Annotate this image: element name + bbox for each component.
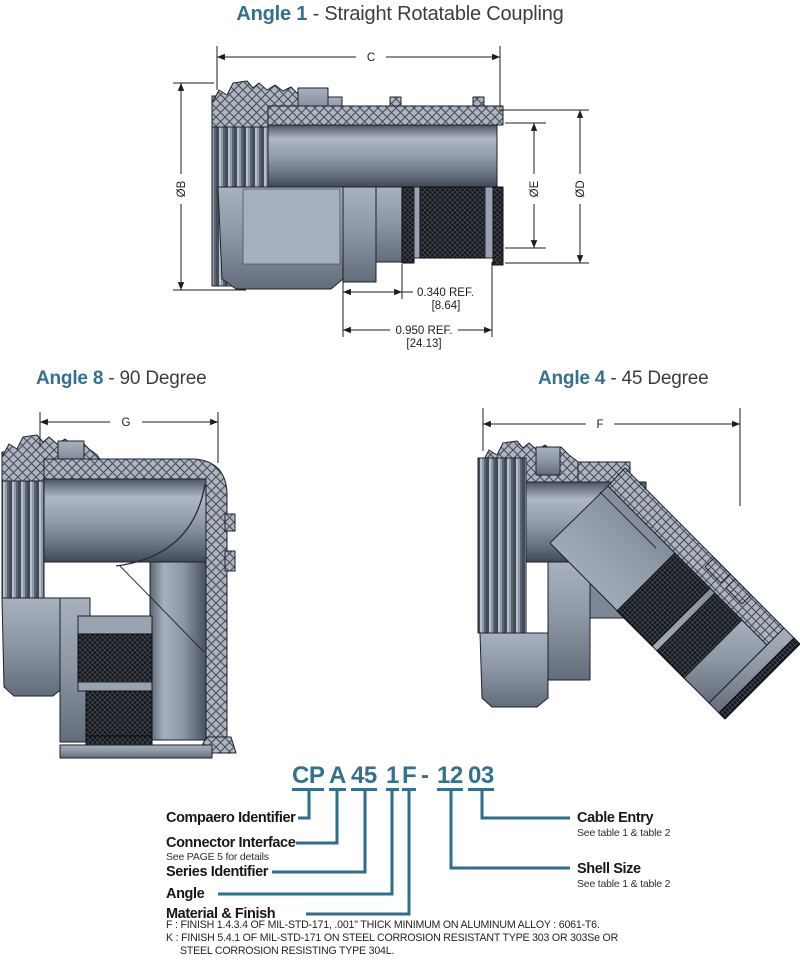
wall-notch-2 — [224, 550, 236, 572]
leader-cable-entry — [480, 791, 570, 820]
wall-notch-1 — [224, 513, 236, 532]
dim-f-label: F — [596, 419, 603, 431]
knurl-band-wide — [419, 186, 486, 259]
angle8-title-rest: - 90 Degree — [103, 368, 207, 389]
angle4-title-rest: - 45 Degree — [605, 368, 709, 389]
callout-connector-interface: Connector Interface — [166, 835, 296, 851]
nut-lower-body — [1, 597, 65, 697]
part-number-segment-cp: CP — [292, 763, 325, 792]
angle8-title: Angle 8 - 90 Degree — [36, 368, 207, 390]
leader-series — [272, 791, 367, 874]
dim-ref-small-label: 0.340 REF. — [417, 287, 474, 299]
coupling-nut-ribs — [477, 457, 527, 634]
angle4-title-strong: Angle 4 — [538, 368, 606, 389]
dim-d-label: ØD — [575, 180, 587, 197]
wall-notch-2 — [725, 578, 752, 605]
leader-material — [306, 791, 411, 916]
elbow-facet — [119, 565, 205, 653]
knurl-band-narrow — [401, 186, 415, 264]
part-number-segment-interface: A — [329, 763, 346, 792]
angle1-title-strong: Angle 1 — [236, 3, 308, 25]
elbow-curve — [115, 483, 206, 567]
angle8-dimensions — [39, 412, 219, 463]
ext-lines — [173, 46, 589, 337]
angle8-drawing: G — [1, 412, 237, 759]
dim-e-label: ØE — [529, 180, 541, 197]
dim-c-label: C — [367, 52, 375, 64]
angle4-title: Angle 4 - 45 Degree — [538, 368, 709, 390]
dim-b-label: ØB — [176, 180, 188, 197]
part-number-segment-cable-entry: 03 — [468, 763, 494, 792]
angle1-title-rest: - Straight Rotatable Coupling — [307, 3, 564, 25]
angle1-drawing: C ØB ØE ØD 0.340 REF. [8.64] 0.950 REF. … — [173, 46, 589, 350]
exit-lip-ring — [77, 615, 153, 635]
callout-compaero-identifier: Compaero Identifier — [166, 810, 296, 826]
leader-shell-size — [449, 791, 570, 870]
dim-ref-large-mm: [24.13] — [406, 338, 441, 350]
shell-tab-2 — [472, 96, 485, 107]
angle8-title-strong: Angle 8 — [36, 368, 104, 389]
finish-note-k: K : FINISH 5.4.1 OF MIL-STD-171 ON STEEL… — [166, 932, 619, 944]
finish-note-f: F : FINISH 1.4.3.4 OF MIL-STD-171, .001"… — [166, 919, 600, 931]
dim-g-label: G — [122, 417, 131, 429]
part-number-leader-lines — [218, 791, 570, 916]
angle1-body — [211, 80, 504, 290]
leader-compaero — [298, 791, 311, 820]
leader-angle — [218, 791, 394, 896]
callout-series-identifier: Series Identifier — [166, 864, 268, 880]
end-knurl-tip — [718, 637, 800, 720]
shell-tab-1 — [389, 96, 402, 107]
cap-tab — [535, 446, 561, 476]
knurl-band-2 — [85, 690, 153, 737]
step-block-1 — [342, 186, 377, 283]
finish-note-k-continued: STEEL CORROSION RESISTING TYPE 304L. — [180, 945, 395, 957]
callout-connector-interface-sub: See PAGE 5 for details — [166, 851, 269, 863]
elbow-facet — [599, 491, 657, 549]
band-spacer-1 — [413, 186, 421, 259]
angle4-dimensions — [482, 408, 741, 506]
wall-notch-1 — [704, 557, 731, 584]
callout-shell-size-sub: See table 1 & table 2 — [577, 878, 671, 890]
angle4-drawing: F — [477, 408, 800, 720]
part-number-segment-angle: 1 — [386, 763, 399, 792]
angle8-body — [1, 434, 237, 759]
callout-cable-entry-sub: See table 1 & table 2 — [577, 827, 671, 839]
nut-lower-body — [479, 632, 549, 708]
shell-hatch-strip — [267, 105, 504, 126]
dim-ref-small-mm: [8.64] — [432, 300, 461, 312]
callout-angle: Angle — [166, 886, 205, 902]
part-number-segment-series: 45 — [351, 763, 377, 792]
part-number-dash: - — [421, 762, 429, 789]
angle4-body — [477, 440, 800, 720]
end-knurl-ring — [492, 186, 504, 266]
knurl-band-3 — [85, 735, 153, 746]
band-spacer — [77, 681, 153, 692]
elbow-vertical-body — [149, 561, 207, 741]
angle1-dim-labels: C ØB ØE ØD 0.340 REF. [8.64] 0.950 REF. … — [176, 52, 587, 350]
step-block-2 — [375, 186, 403, 263]
band-spacer-2 — [484, 186, 494, 259]
part-number-segment-finish: F — [402, 763, 417, 792]
barrel — [267, 124, 498, 188]
elbow-horizontal-body — [43, 478, 207, 563]
angle1-dimensions — [173, 46, 589, 337]
knurl-band-1 — [77, 633, 153, 683]
callout-material-finish: Material & Finish — [166, 906, 276, 922]
bottom-flange — [59, 744, 213, 759]
nut-lower-panel — [242, 188, 341, 265]
leader-connector-interface — [296, 791, 339, 845]
part-number-segment-shell-size: 12 — [437, 763, 463, 792]
step-column — [547, 561, 591, 681]
callout-cable-entry: Cable Entry — [577, 810, 654, 826]
angle1-title: Angle 1 - Straight Rotatable Coupling — [0, 3, 800, 26]
callout-shell-size: Shell Size — [577, 861, 641, 877]
dim-ref-large-label: 0.950 REF. — [396, 325, 453, 337]
